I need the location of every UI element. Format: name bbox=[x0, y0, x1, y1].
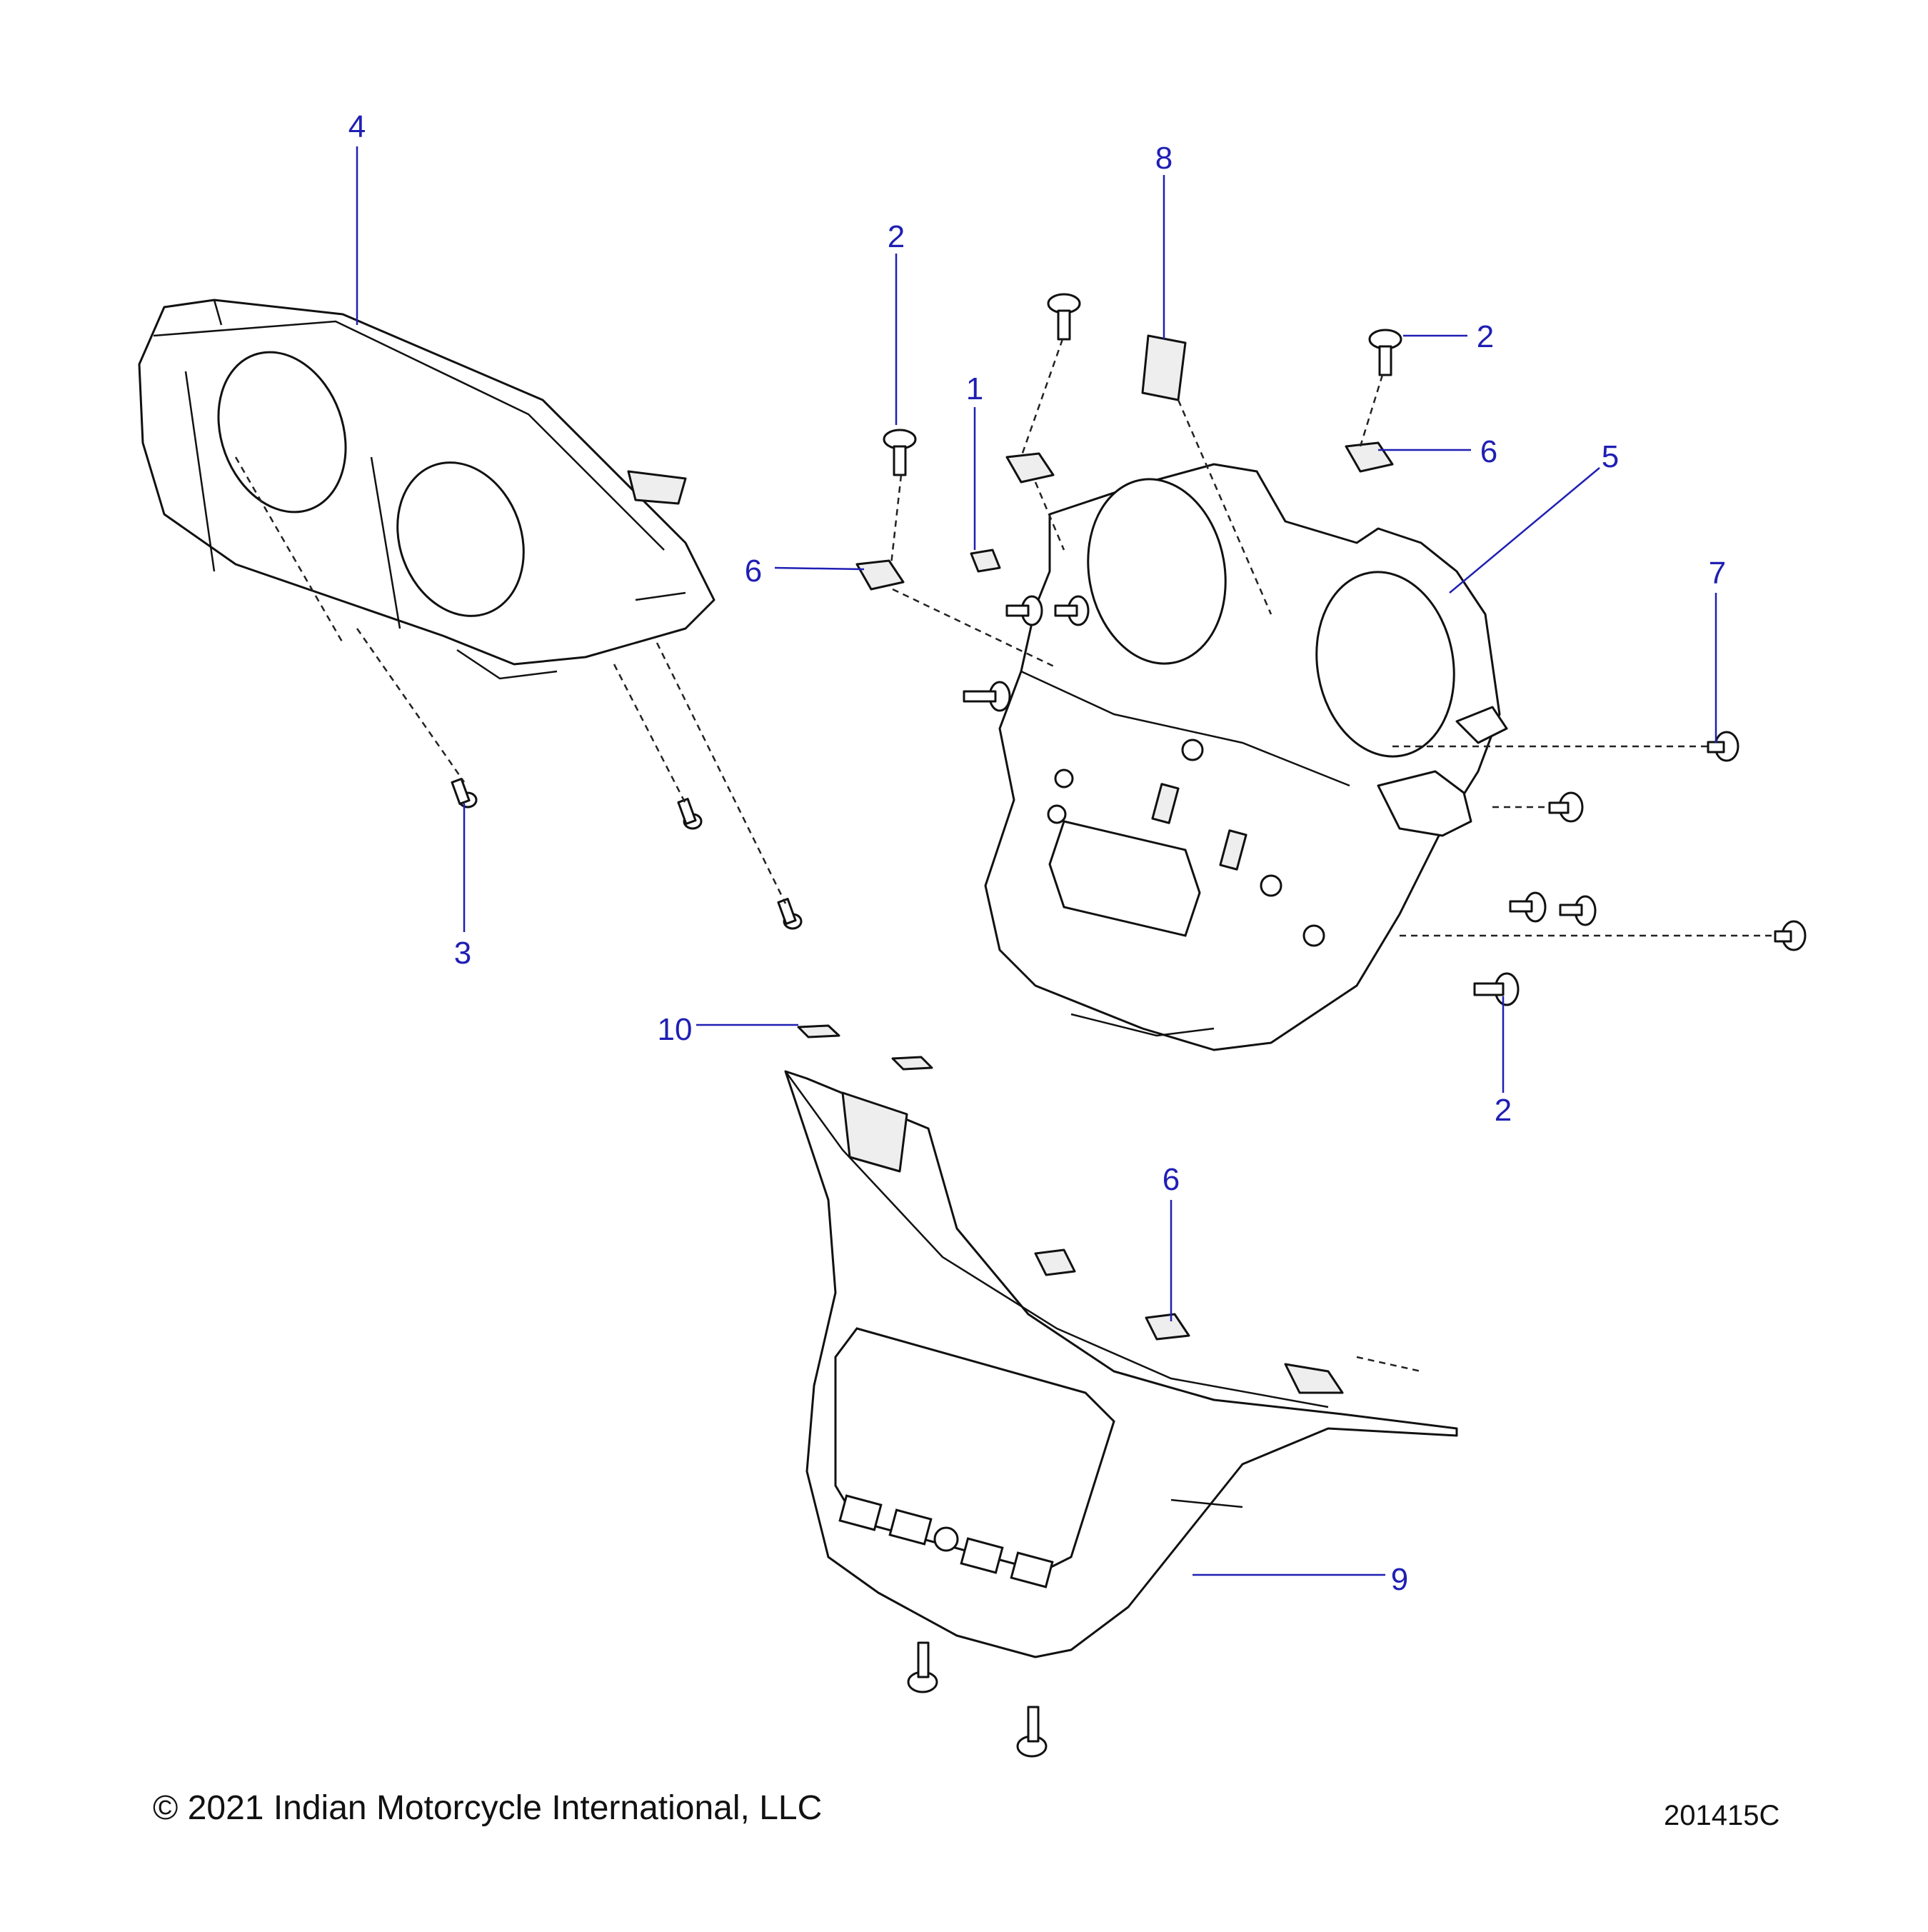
part-1-clip bbox=[970, 549, 1001, 573]
part-10-pads bbox=[797, 1024, 933, 1071]
part-8-pad bbox=[1141, 334, 1187, 401]
callout-6-bottom: 6 bbox=[1162, 1162, 1180, 1197]
callout-6-right: 6 bbox=[1480, 434, 1498, 469]
callout-5: 5 bbox=[1601, 439, 1620, 474]
leader-lines bbox=[356, 146, 1717, 1576]
part-6-clips bbox=[855, 441, 1394, 1341]
callout-4: 4 bbox=[348, 109, 366, 144]
callout-9: 9 bbox=[1390, 1562, 1409, 1597]
part-9-lower-trim bbox=[784, 1070, 1458, 1658]
part-5-mounting-bracket bbox=[984, 463, 1508, 1051]
callout-2-bottom: 2 bbox=[1494, 1093, 1512, 1128]
callout-8: 8 bbox=[1155, 141, 1173, 176]
callout-10: 10 bbox=[657, 1012, 693, 1047]
callout-2-top: 2 bbox=[887, 219, 905, 254]
part-4-gauge-housing bbox=[138, 299, 716, 680]
callout-1: 1 bbox=[965, 371, 984, 406]
callout-3: 3 bbox=[453, 936, 472, 971]
callout-7: 7 bbox=[1708, 556, 1727, 591]
callout-6-left: 6 bbox=[744, 554, 763, 589]
assembly-lines bbox=[234, 339, 1775, 1373]
copyright-notice: © 2021 Indian Motorcycle International, … bbox=[153, 1789, 823, 1827]
callout-2-right: 2 bbox=[1476, 319, 1495, 354]
screws bbox=[451, 293, 1807, 1758]
drawing-number: 201415C bbox=[1664, 1800, 1780, 1831]
